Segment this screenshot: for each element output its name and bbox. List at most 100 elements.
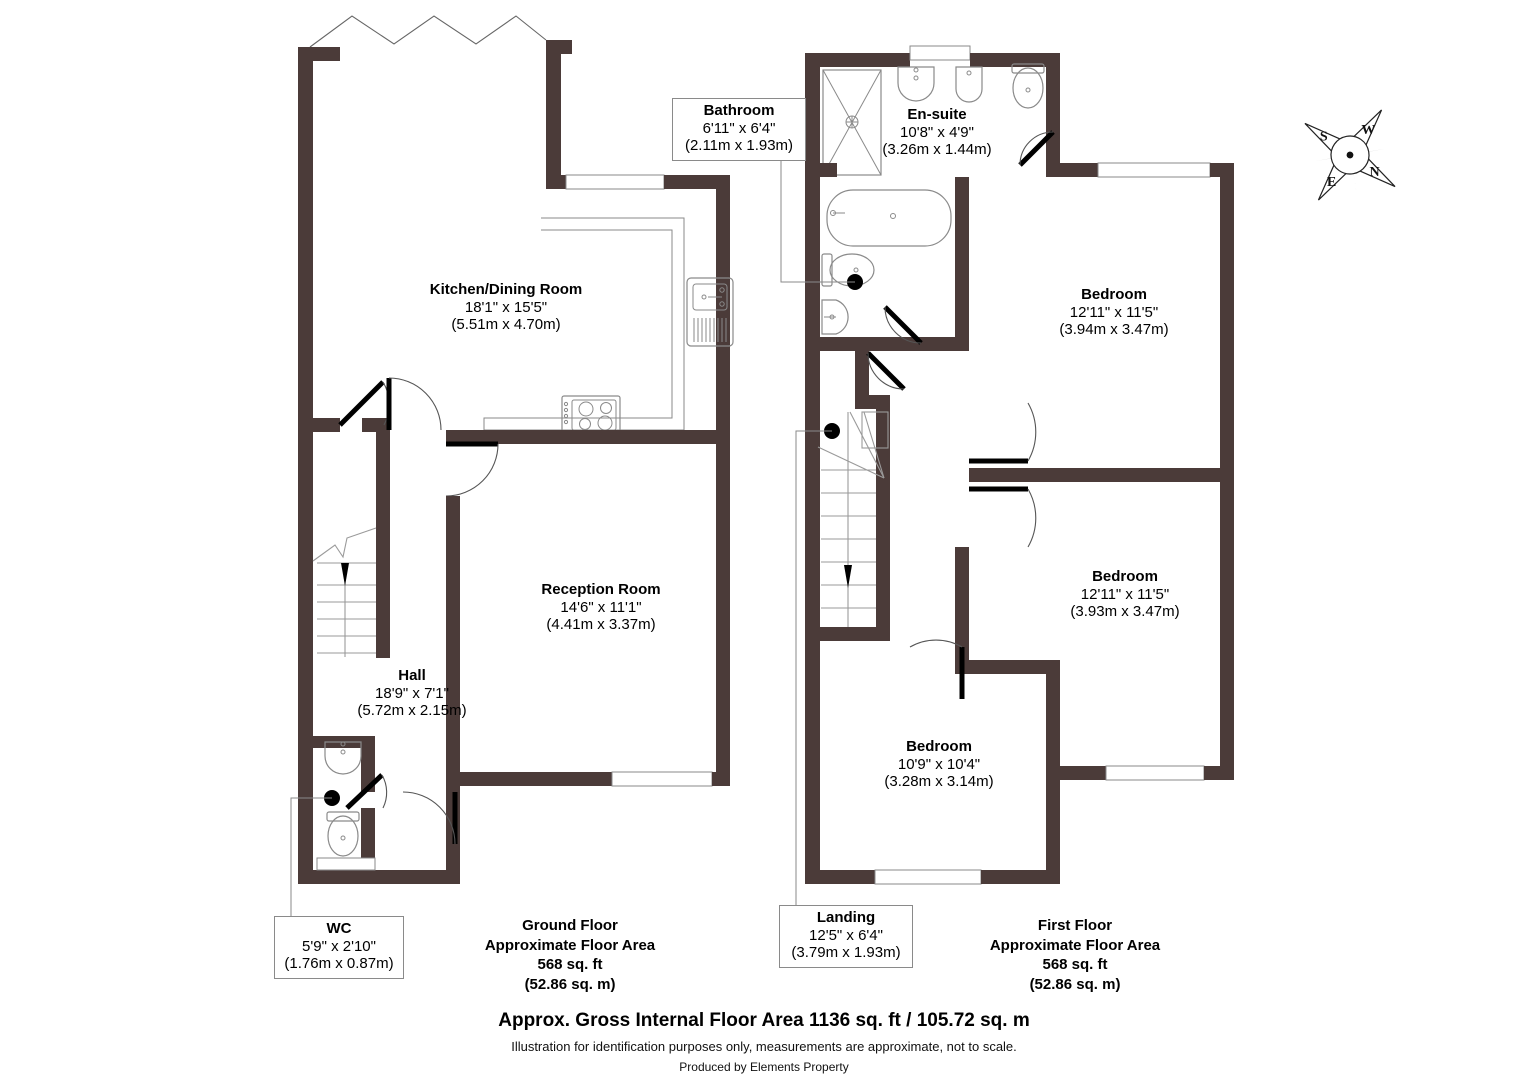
svg-text:E: E [1327, 175, 1336, 190]
window-kitchen-top [565, 174, 665, 190]
bathroom-bathtub-icon [826, 189, 952, 247]
wall-reception-right [716, 444, 730, 786]
wall-kitchen-right [716, 175, 730, 435]
room-dims-metric: (3.93m x 3.47m) [1070, 603, 1180, 621]
wall-seg-b [664, 175, 730, 189]
wall-hall-right-head [362, 418, 390, 432]
wall-wc-right-bottom [361, 808, 375, 870]
svg-text:S: S [1320, 130, 1328, 145]
kitchen-sink-icon [686, 277, 734, 347]
wall-ensuite-right [1046, 53, 1060, 177]
window-ensuite [909, 45, 971, 61]
room-name: WC [326, 920, 352, 937]
ensuite-toilet-icon [1011, 63, 1045, 109]
wall-ff-bottom-right [981, 870, 1060, 884]
wall-kitchen-top-right-stub [546, 40, 572, 54]
callout-bathroom: Bathroom 6'11" x 6'4" (2.11m x 1.93m) [672, 98, 806, 162]
room-dims-metric: (2.11m x 1.93m) [684, 137, 794, 155]
room-label-ensuite: En-suite 10'8" x 4'9" (3.26m x 1.44m) [823, 106, 1051, 159]
room-dims-imperial: 6'11" x 6'4" [702, 119, 776, 137]
room-dims-metric: (1.76m x 0.87m) [284, 955, 394, 973]
area-subtitle: Approximate Floor Area [989, 936, 1161, 954]
callout-wc: WC 5'9" x 2'10" (1.76m x 0.87m) [274, 916, 404, 980]
stair-door-swing [867, 352, 905, 390]
bed3-door-swing [909, 639, 963, 648]
landing-callout-leader [795, 430, 832, 923]
room-name: Reception Room [541, 581, 661, 598]
room-dims-metric: (4.41m x 3.37m) [546, 616, 656, 634]
room-dims-metric: (5.72m x 2.15m) [357, 702, 467, 720]
wc-basin-icon [324, 741, 362, 775]
room-name: Bathroom [703, 102, 775, 119]
area-sqm: (52.86 sq. m) [1029, 975, 1121, 993]
room-dims-metric: (3.79m x 1.93m) [791, 944, 901, 962]
footer-disclaimer: Illustration for identification purposes… [511, 1039, 1017, 1054]
window-bedroom2 [1105, 765, 1205, 781]
wall-bedroom2-right [1220, 482, 1234, 780]
area-sqm: (52.86 sq. m) [524, 975, 616, 993]
callout-landing: Landing 12'5" x 6'4" (3.79m x 1.93m) [779, 905, 913, 969]
room-dims-imperial: 12'5" x 6'4" [809, 926, 883, 944]
wall-hall-right [376, 418, 390, 658]
room-label-reception: Reception Room 14'6" x 11'1" (4.41m x 3.… [481, 581, 721, 634]
room-dims-metric: (5.51m x 4.70m) [451, 316, 561, 334]
wall-landing-bottom [805, 627, 890, 641]
room-dims-imperial: 18'9" x 7'1" [375, 684, 449, 702]
first-floor-area-block: First Floor Approximate Floor Area 568 s… [925, 916, 1225, 994]
wall-reception-bottom-left [446, 772, 612, 786]
first-floor-staircase [817, 411, 889, 627]
porch-door-swing [402, 791, 456, 845]
wall-stair-head [855, 395, 890, 409]
room-dims-metric: (3.26m x 1.44m) [882, 141, 992, 159]
ground-staircase [312, 527, 377, 657]
compass-rose-graphic: N S E W [1304, 109, 1396, 201]
room-dims-imperial: 14'6" x 11'1" [560, 598, 642, 616]
wall-ff-bottom-a [1046, 766, 1106, 780]
room-dims-metric: (3.94m x 3.47m) [1059, 321, 1169, 339]
area-sqft: 568 sq. ft [537, 956, 603, 973]
room-dims-imperial: 5'9" x 2'10" [302, 937, 376, 955]
room-name: Bedroom [1081, 286, 1147, 303]
wall-bath-top-a [805, 163, 837, 177]
wall-left-wc [298, 719, 313, 884]
room-label-hall: Hall 18'9" x 7'1" (5.72m x 2.15m) [277, 667, 547, 720]
room-name: Kitchen/Dining Room [429, 281, 583, 298]
area-subtitle: Approximate Floor Area [484, 936, 656, 954]
window-wc [316, 857, 376, 871]
wall-bath-right [955, 177, 969, 343]
room-dims-imperial: 10'9" x 10'4" [897, 755, 981, 773]
wc-door-swing [381, 774, 388, 809]
room-name: Bedroom [906, 738, 972, 755]
ensuite-basin-icon [897, 66, 935, 102]
first-floor-plan [780, 45, 1234, 923]
wall-kitchen-right-top [546, 40, 561, 175]
ensuite-door-leaf [1018, 130, 1055, 167]
room-name: En-suite [907, 106, 967, 123]
door-reception-swing [445, 443, 499, 497]
wall-bed3-right-lower [1046, 780, 1060, 884]
area-sqft: 568 sq. ft [1042, 956, 1108, 973]
bed2-door-swing [1027, 488, 1037, 548]
wall-top-left-stub [298, 47, 340, 61]
ensuite-bidet-icon [955, 66, 983, 103]
room-label-kitchen: Kitchen/Dining Room 18'1" x 15'5" (5.51m… [386, 281, 626, 334]
wall-bath-bottom [805, 337, 969, 351]
room-label-bedroom-2: Bedroom 12'11" x 11'5" (3.93m x 3.47m) [1011, 568, 1239, 621]
footer-total-area: Approx. Gross Internal Floor Area 1136 s… [498, 1010, 1030, 1031]
window-bedroom1-top [1097, 162, 1211, 178]
room-name: Bedroom [1092, 568, 1158, 585]
room-name: Landing [816, 909, 876, 926]
wc-door-leaf [345, 773, 384, 810]
wall-bedroom1-right [1220, 163, 1234, 475]
wall-ff-left [805, 53, 820, 884]
stair-door-leaf [866, 351, 906, 391]
area-title: Ground Floor [522, 917, 618, 934]
room-name: Hall [398, 667, 426, 684]
ensuite-shower-icon [822, 69, 882, 176]
open-edge-zigzag [309, 15, 547, 48]
wall-ff-upper-a [1046, 163, 1098, 177]
wall-ff-bottom-left [805, 870, 875, 884]
bed1-door-swing [1027, 402, 1037, 462]
